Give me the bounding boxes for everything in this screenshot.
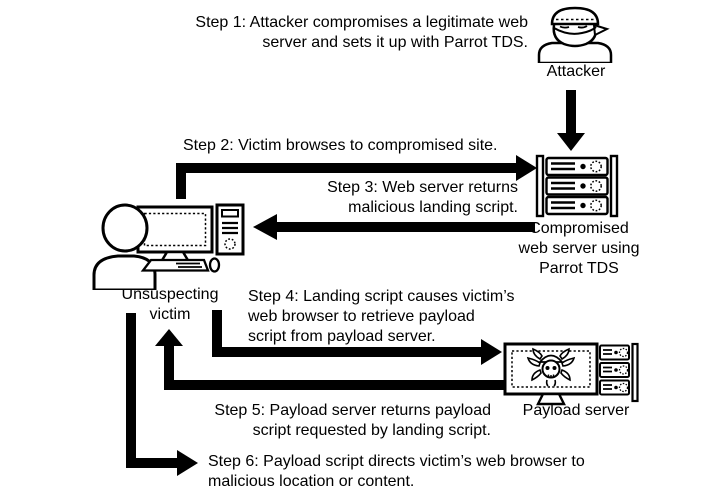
arrow-shaft	[212, 310, 222, 357]
arrow-shaft	[212, 347, 482, 357]
compromised-web-server-icon	[535, 154, 619, 218]
arrow-shaft	[276, 222, 535, 232]
arrow-head-up-icon	[155, 329, 183, 346]
arrow-shaft	[126, 458, 178, 468]
arrow-shaft	[126, 313, 136, 468]
arrow-head-right-icon	[516, 155, 537, 181]
step6-text: Step 6: Payload script directs victim’s …	[208, 453, 585, 490]
compromised-server-label: Compromised web server using Parrot TDS	[518, 220, 640, 277]
arrow-shaft	[164, 380, 504, 390]
step1-text: Step 1: Attacker compromises a legitimat…	[195, 14, 528, 51]
victim-at-computer-icon	[92, 203, 245, 290]
arrow-shaft	[164, 345, 174, 390]
arrow-head-right-icon	[481, 339, 502, 365]
arrow-head-down-icon	[557, 133, 585, 151]
arrow-shaft	[566, 90, 576, 134]
payload-server-icon	[503, 342, 639, 406]
arrow-shaft	[176, 163, 186, 199]
arrow-head-left-icon	[253, 214, 277, 240]
attacker-icon	[537, 6, 613, 63]
victim-label: Unsuspecting victim	[121, 286, 219, 323]
arrow-head-right-icon	[177, 450, 198, 476]
step2-text: Step 2: Victim browses to compromised si…	[183, 137, 498, 154]
attacker-label: Attacker	[546, 63, 606, 80]
step4-text: Step 4: Landing script causes victim’s w…	[248, 288, 515, 345]
arrow-shaft	[176, 163, 517, 173]
step3-text: Step 3: Web server returns malicious lan…	[327, 179, 518, 216]
payload-server-label: Payload server	[522, 402, 630, 419]
step5-text: Step 5: Payload server returns payload s…	[214, 402, 491, 439]
